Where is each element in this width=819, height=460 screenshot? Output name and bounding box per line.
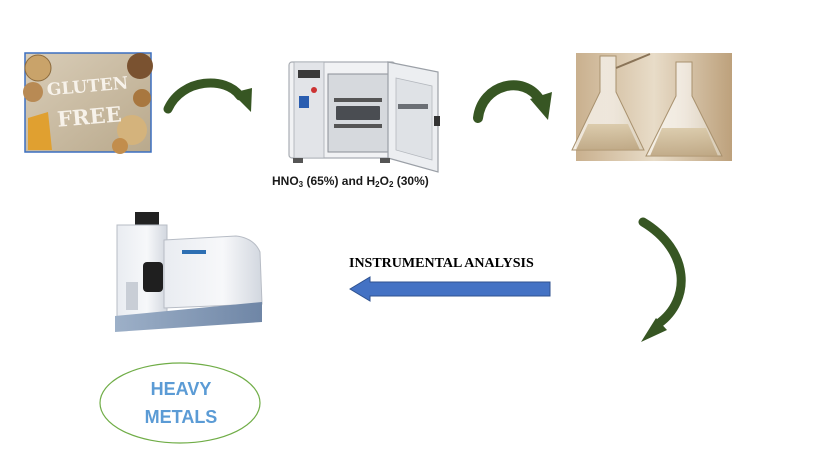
instrumental-analysis-label: INSTRUMENTAL ANALYSIS	[349, 256, 534, 271]
gluten-free-food-photo: GLUTEN FREE	[23, 52, 153, 154]
curved-arrow-1	[163, 78, 252, 114]
drying-oven-image	[288, 61, 440, 173]
metals-text: METALS	[144, 407, 218, 427]
instrumental-analysis-arrow	[349, 276, 551, 302]
curved-arrow-3	[638, 217, 686, 342]
heavy-text: HEAVY	[150, 379, 212, 399]
heavy-metals-ellipse	[99, 362, 261, 444]
digested-sample-flasks-photo	[571, 53, 732, 161]
free-text: FREE	[56, 101, 122, 132]
heavy-metals-label: HEAVY METALS	[100, 362, 262, 444]
icp-instrument-image	[115, 212, 263, 332]
curved-arrow-2	[473, 80, 552, 123]
reagent-label: HNO3 (65%) and H2O2 (30%)	[272, 174, 429, 189]
